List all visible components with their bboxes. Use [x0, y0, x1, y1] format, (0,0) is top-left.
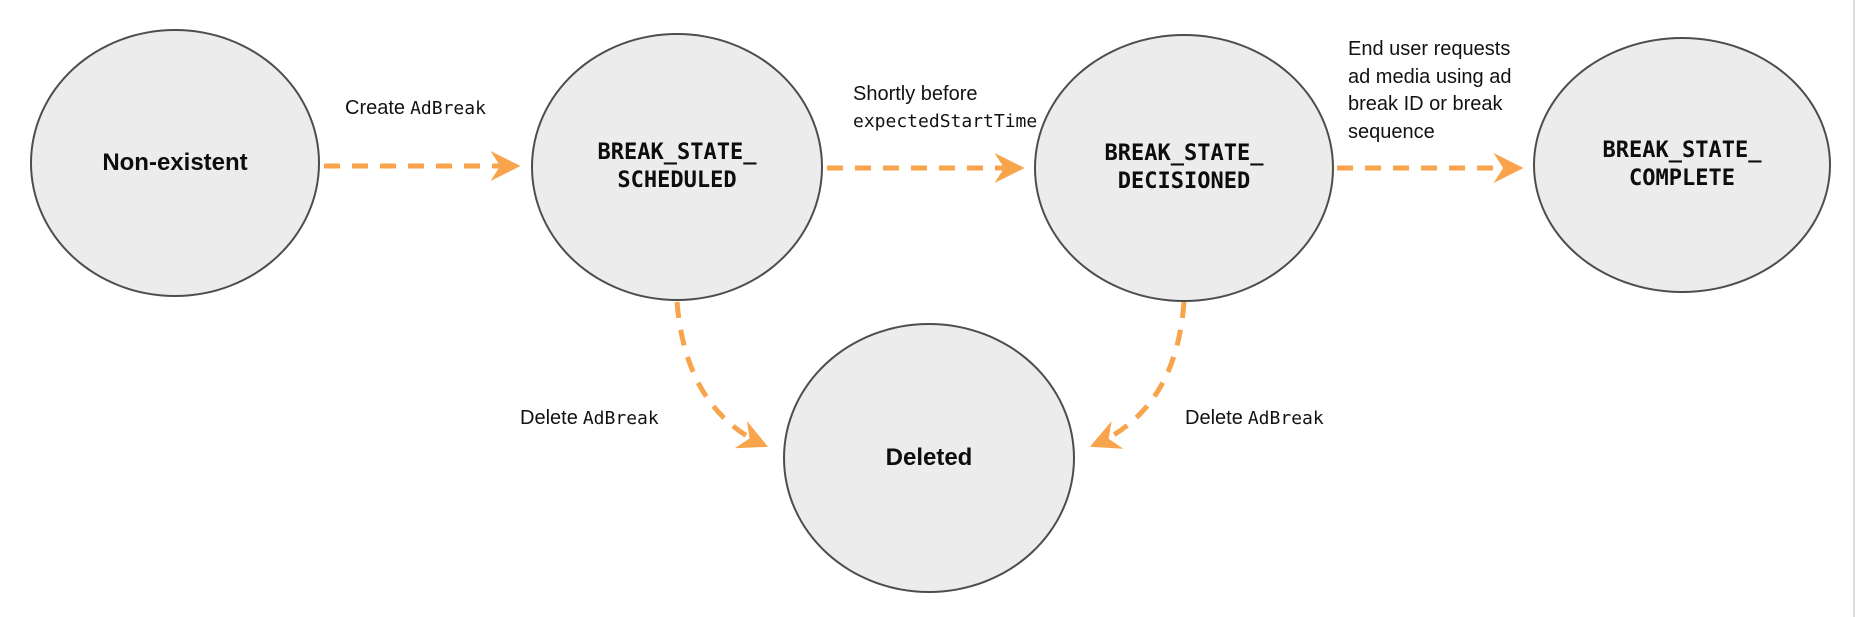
state-node-break-state-decisioned: BREAK_STATE_ DECISIONED: [1034, 34, 1334, 302]
edge-delete-adbreak-from-decisioned: [1089, 301, 1187, 449]
edge-label-text: Delete: [1185, 407, 1243, 429]
edge-label-shortly-before: Shortly before expectedStartTime: [853, 81, 1037, 135]
edge-delete-adbreak-from-scheduled: [674, 301, 769, 449]
state-node-label: BREAK_STATE_ DECISIONED: [1104, 140, 1264, 194]
state-node-deleted: Deleted: [783, 323, 1075, 593]
edge-label-text: Delete: [520, 407, 578, 429]
state-node-label: BREAK_STATE_ COMPLETE: [1602, 137, 1762, 191]
state-node-break-state-complete: BREAK_STATE_ COMPLETE: [1533, 37, 1831, 293]
state-node-label: BREAK_STATE_ SCHEDULED: [597, 139, 757, 193]
edge-label-code: AdBreak: [582, 408, 659, 429]
edge-label-text: Shortly before: [853, 83, 978, 105]
edge-label-code: AdBreak: [410, 98, 486, 119]
page-edge-divider: [1853, 0, 1855, 617]
edge-label-code: expectedStartTime: [853, 111, 1038, 132]
state-node-non-existent: Non-existent: [30, 29, 320, 297]
state-node-label: Deleted: [885, 443, 973, 471]
edge-label-end-user-requests: End user requests ad media using ad brea…: [1348, 38, 1512, 143]
edge-label-text: Create: [345, 97, 406, 119]
edge-label-code: AdBreak: [1247, 408, 1324, 429]
state-node-break-state-scheduled: BREAK_STATE_ SCHEDULED: [531, 33, 823, 301]
state-node-label: Non-existent: [102, 148, 248, 176]
